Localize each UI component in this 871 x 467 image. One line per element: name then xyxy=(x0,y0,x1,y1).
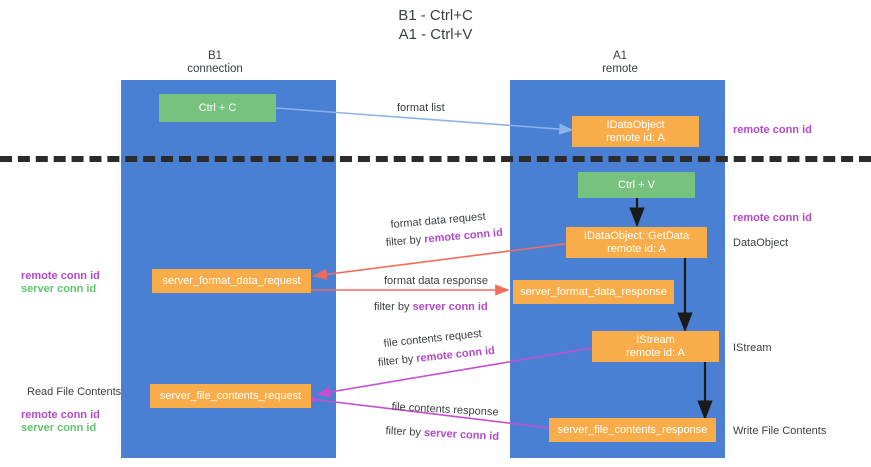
lane-header-a1: A1 remote xyxy=(560,50,680,76)
arrow-format-data-request xyxy=(312,242,573,280)
node-server-format-data-response-label: server_format_data_response xyxy=(520,285,667,298)
node-server-file-contents-request-label: server_file_contents_request xyxy=(159,389,302,402)
node-idataobject-label: IDataObject xyxy=(606,118,665,131)
node-idataobject[interactable]: IDataObject remote id: A xyxy=(572,116,699,147)
edge-label-fdresp-filter-group: filter by server conn id xyxy=(374,297,488,315)
edge-label-fdresp-filter-prefix: filter by xyxy=(374,301,413,313)
arrow-format-list xyxy=(275,107,574,135)
phase-separator xyxy=(0,156,871,162)
edge-label-fcreq-filter-prefix: filter by xyxy=(377,352,417,369)
lane-b1-subtitle: connection xyxy=(187,63,243,75)
node-server-file-contents-request[interactable]: server_file_contents_request xyxy=(150,384,311,408)
node-ctrl-c[interactable]: Ctrl + C xyxy=(159,94,276,122)
lane-a1-subtitle: remote xyxy=(602,63,638,75)
arrow-file-contents-request xyxy=(316,347,593,398)
edge-label-fcresp-filter-prefix: filter by xyxy=(385,424,425,439)
arrow-file-contents-response xyxy=(304,392,551,429)
annotation-left-remote-conn-mid: remote conn id xyxy=(21,270,100,282)
annotation-right-write-file-contents: Write File Contents xyxy=(733,425,827,437)
edge-label-fdreq-filter-prefix: filter by xyxy=(385,233,425,249)
annotation-left-remote-conn-bot: remote conn id xyxy=(21,409,100,421)
node-istream[interactable]: IStream remote id: A xyxy=(592,331,719,362)
node-server-format-data-response[interactable]: server_format_data_response xyxy=(513,280,674,304)
node-istream-remote-id: remote id: A xyxy=(626,346,685,359)
page-title: B1 - Ctrl+C A1 - Ctrl+V xyxy=(0,6,871,44)
annotation-right-dataobject: DataObject xyxy=(733,237,789,249)
title-line-2: A1 - Ctrl+V xyxy=(398,26,473,43)
annotation-left-server-conn-mid: server conn id xyxy=(21,283,97,295)
annotation-left-read-file-contents: Read File Contents xyxy=(27,386,122,398)
annotation-right-remote-conn-top: remote conn id xyxy=(733,124,812,136)
annotation-right-istream: IStream xyxy=(733,342,772,354)
annotation-right-remote-conn-mid: remote conn id xyxy=(733,212,812,224)
node-getdata[interactable]: IDataObject::GetData remote id: A xyxy=(566,227,707,258)
node-idataobject-remote-id: remote id: A xyxy=(606,131,665,144)
node-server-format-data-request-label: server_format_data_request xyxy=(162,274,301,287)
annotation-left-server-conn-bot: server conn id xyxy=(21,422,97,434)
node-server-file-contents-response-label: server_file_contents_response xyxy=(557,423,708,436)
node-server-file-contents-response[interactable]: server_file_contents_response xyxy=(549,418,716,442)
node-getdata-remote-id: remote id: A xyxy=(607,242,666,255)
node-ctrl-v[interactable]: Ctrl + V xyxy=(578,172,695,198)
edge-label-fdresp-filter-key: server conn id xyxy=(412,301,488,313)
node-istream-label: IStream xyxy=(636,333,675,346)
node-ctrl-v-label: Ctrl + V xyxy=(618,178,655,191)
node-server-format-data-request[interactable]: server_format_data_request xyxy=(152,269,311,293)
node-getdata-label: IDataObject::GetData xyxy=(583,229,690,242)
node-ctrl-c-label: Ctrl + C xyxy=(198,101,237,114)
lane-b1-name: B1 xyxy=(207,50,223,62)
lane-header-b1: B1 connection xyxy=(155,50,275,76)
edge-label-format-data-response: format data response xyxy=(384,275,488,287)
title-line-1: B1 - Ctrl+C xyxy=(398,7,473,24)
lane-a1-name: A1 xyxy=(612,50,628,62)
edge-label-fcresp-filter-key: server conn id xyxy=(423,427,500,443)
edge-label-format-list: format list xyxy=(397,102,445,114)
